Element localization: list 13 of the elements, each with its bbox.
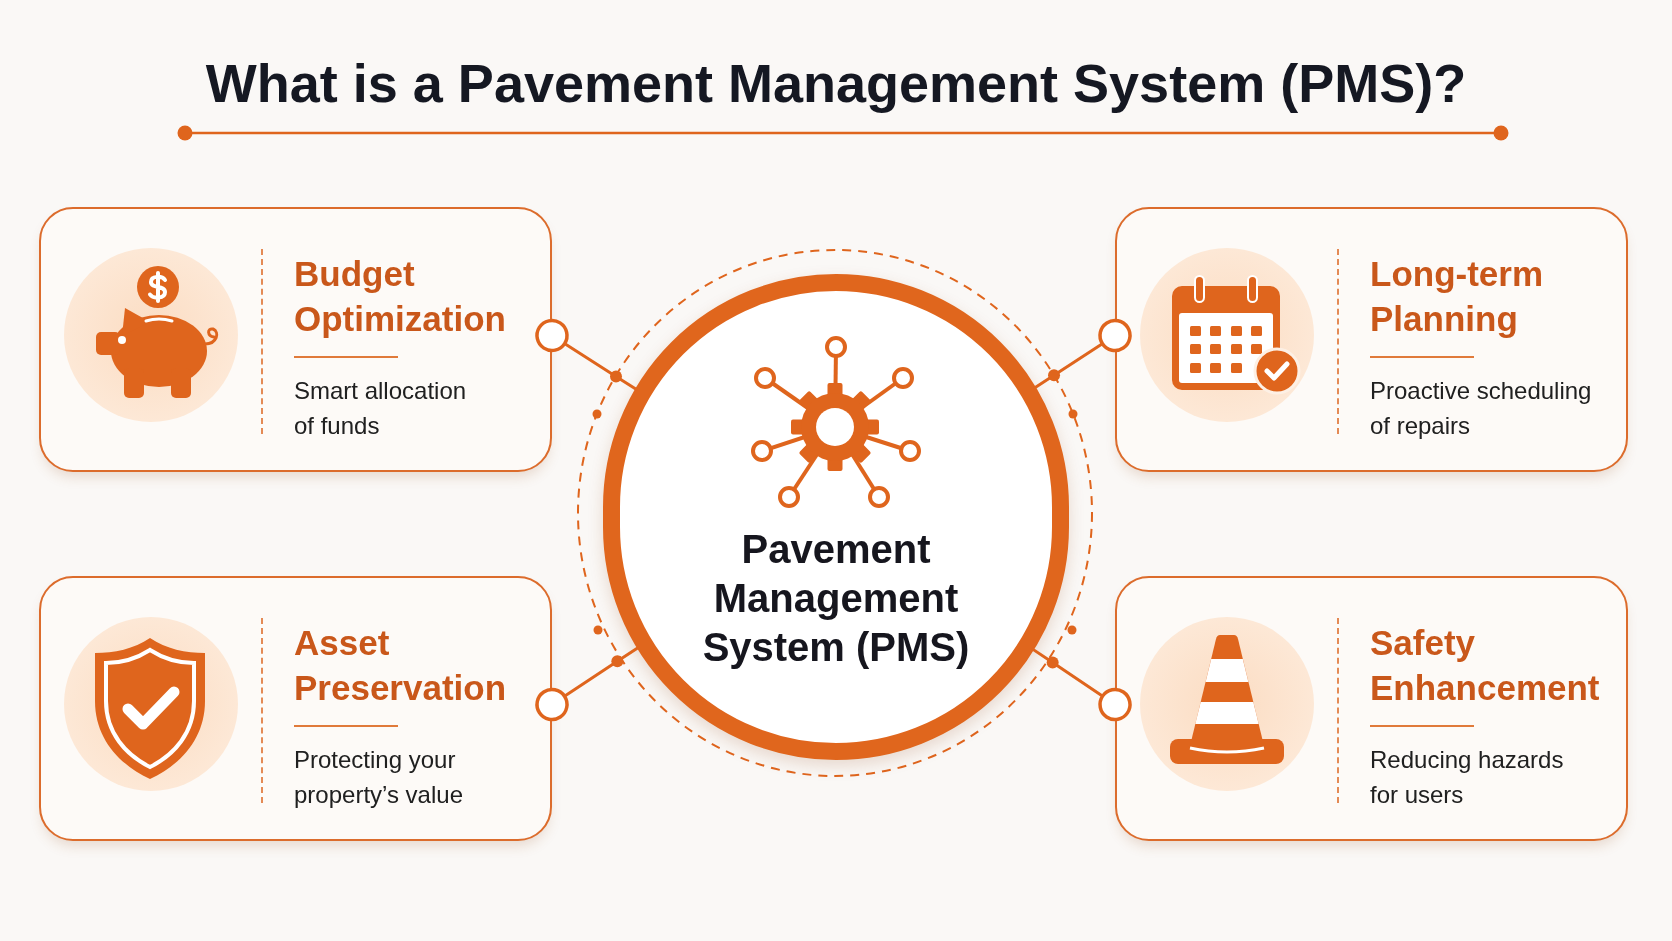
feature-card bbox=[1115, 207, 1628, 472]
card-heading: Budget Optimization bbox=[294, 253, 507, 340]
feature-card bbox=[39, 207, 552, 472]
feature-card bbox=[39, 576, 552, 841]
title: What is a Pavement Management System (PMS)? bbox=[205, 52, 1467, 115]
feature-card bbox=[1115, 576, 1628, 841]
card-description: Protecting your property’s value bbox=[294, 745, 464, 810]
card-description: Smart allocation of funds bbox=[294, 376, 468, 441]
card-heading: Asset Preservation bbox=[294, 622, 508, 709]
card-heading: Safety Enhancement bbox=[1370, 622, 1601, 709]
card-description: Proactive scheduling of repairs bbox=[1370, 376, 1593, 441]
card-heading: Long-term Planning bbox=[1370, 253, 1545, 340]
card-description: Reducing hazards for users bbox=[1370, 745, 1565, 810]
